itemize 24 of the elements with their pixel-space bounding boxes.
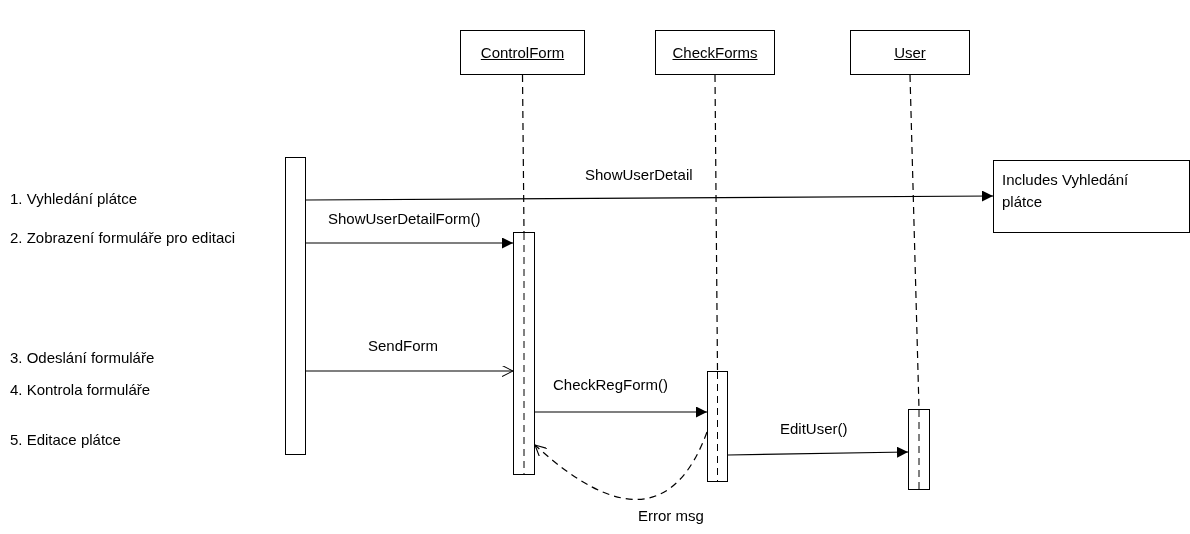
- note-box: [993, 160, 1190, 233]
- message-arrow: [534, 406, 708, 418]
- lifeline-head-box: [850, 30, 970, 75]
- lifeline-head-box: [655, 30, 775, 75]
- message-arrow: [305, 237, 514, 249]
- lifeline-head-box: [460, 30, 585, 75]
- activation-bar: [513, 232, 535, 475]
- note-text: Includes Vyhledání plátce: [1002, 171, 1129, 210]
- message-arrow: [727, 446, 909, 458]
- message-arrow: [305, 190, 994, 202]
- object-name: ControlForm: [480, 44, 565, 61]
- message-arrow: [305, 364, 514, 378]
- object-name: CheckForms: [672, 44, 758, 61]
- activation-bar: [707, 371, 728, 482]
- lifeline: [714, 74, 719, 372]
- activation-bar: [908, 409, 930, 490]
- return-message-arrow: [534, 431, 708, 500]
- activation-bar: [285, 157, 306, 455]
- object-name: User: [894, 44, 926, 61]
- message-label: CheckRegForm(): [553, 376, 669, 394]
- message-label: ShowUserDetailForm(): [328, 210, 481, 228]
- step-label: 1. Vyhledání plátce: [10, 190, 138, 208]
- step-label: 5. Editace plátce: [10, 431, 121, 449]
- message-label: EditUser(): [780, 420, 848, 438]
